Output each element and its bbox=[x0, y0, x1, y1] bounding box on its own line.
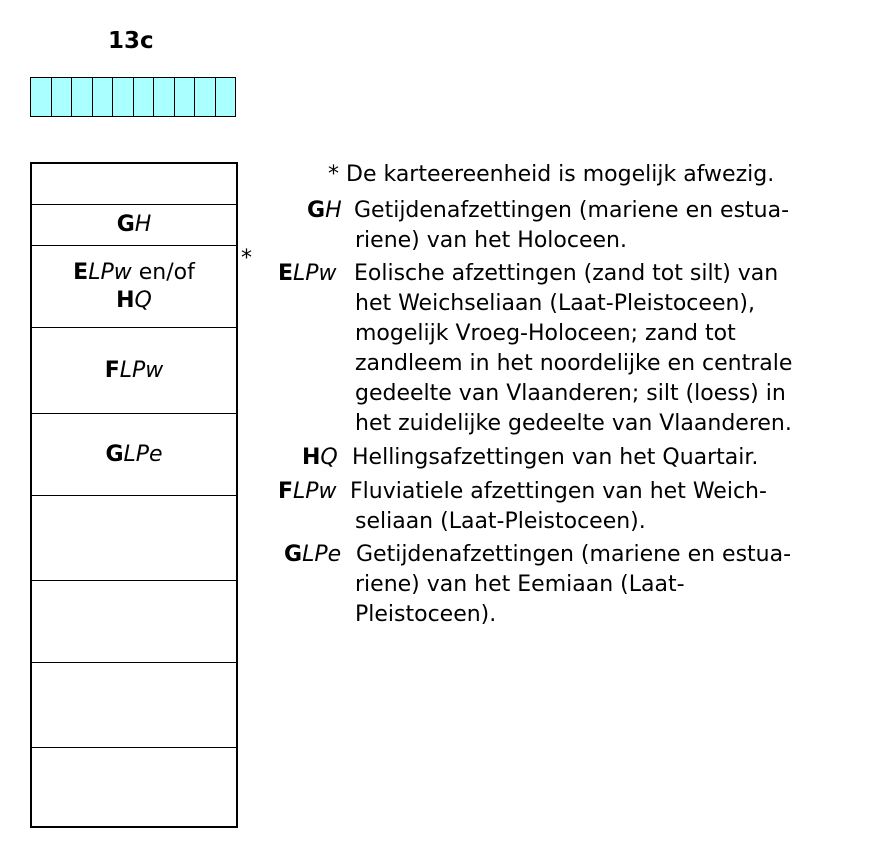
strip-cell bbox=[216, 78, 236, 116]
legend-desc-asterisk: De karteereenheid is mogelijk afwezig. bbox=[346, 162, 775, 187]
layer-code-flpw: FLPw bbox=[104, 357, 164, 383]
layer-2-gh: GH bbox=[32, 205, 236, 246]
legend-term-gh: GH bbox=[307, 198, 342, 223]
strip-cell bbox=[72, 78, 93, 116]
layer-7 bbox=[32, 581, 236, 663]
strip-cell bbox=[154, 78, 175, 116]
strip-cell bbox=[134, 78, 154, 116]
layer-3-elpw-hq: ELPw en/of HQ bbox=[32, 246, 236, 328]
legend-desc-gh-1: Getijdenafzettingen (mariene en estua- bbox=[354, 198, 790, 223]
legend-desc-elpw-4: zandleem in het noordelijke en centrale bbox=[355, 351, 793, 376]
strip-cell bbox=[52, 78, 72, 116]
legend-desc-elpw-1: Eolische afzettingen (zand tot silt) van bbox=[354, 261, 779, 286]
layer-6 bbox=[32, 496, 236, 581]
legend-desc-gh-2: riene) van het Holoceen. bbox=[355, 228, 627, 253]
strip-cell bbox=[113, 78, 134, 116]
layer-code-glpe: GLPe bbox=[105, 441, 163, 467]
legend-row-asterisk: * De karteereenheid is mogelijk afwezig. bbox=[328, 160, 774, 190]
legend-desc-glpe-1: Getijdenafzettingen (mariene en estua- bbox=[356, 542, 792, 567]
legend-desc-elpw-3: mogelijk Vroeg-Holoceen; zand tot bbox=[355, 321, 736, 346]
legend-desc-elpw-2: het Weichseliaan (Laat-Pleistoceen), bbox=[355, 291, 755, 316]
legend-desc-glpe-3: Pleistoceen). bbox=[355, 602, 497, 627]
legend-term-hq: HQ bbox=[302, 445, 338, 470]
layer-9 bbox=[32, 748, 236, 826]
strip-cell bbox=[175, 78, 195, 116]
legend-desc-elpw-5: gedeelte van Vlaanderen; silt (loess) in bbox=[355, 381, 786, 406]
legend-term-asterisk: * bbox=[328, 162, 339, 187]
layer-code-elpw-hq: ELPw en/of HQ bbox=[73, 259, 195, 313]
legend-desc-flpw-2: seliaan (Laat-Pleistoceen). bbox=[355, 509, 646, 534]
strip-cell bbox=[93, 78, 113, 116]
legend-term-flpw: FLPw bbox=[278, 479, 337, 504]
legend-desc-glpe-2: riene) van het Eemiaan (Laat- bbox=[355, 572, 685, 597]
legend-desc-flpw-1: Fluviatiele afzettingen van het Weich- bbox=[350, 479, 767, 504]
stratigraphic-column: GH ELPw en/of HQ FLPw GLPe bbox=[30, 162, 238, 828]
legend-term-glpe: GLPe bbox=[284, 542, 342, 567]
layer-5-glpe: GLPe bbox=[32, 414, 236, 496]
layer-8 bbox=[32, 663, 236, 748]
legend-desc-hq-1: Hellingsafzettingen van het Quartair. bbox=[352, 445, 759, 470]
absence-asterisk: * bbox=[241, 246, 252, 271]
layer-code-gh: GH bbox=[116, 212, 152, 237]
strip-cell bbox=[31, 78, 52, 116]
layer-4-flpw: FLPw bbox=[32, 328, 236, 414]
layer-1 bbox=[32, 164, 236, 205]
legend-term-elpw: ELPw bbox=[278, 261, 337, 286]
section-title: 13c bbox=[108, 28, 154, 54]
strip-cell bbox=[195, 78, 216, 116]
legend-desc-elpw-6: het zuidelijke gedeelte van Vlaanderen. bbox=[355, 411, 792, 436]
color-strip bbox=[30, 77, 236, 117]
